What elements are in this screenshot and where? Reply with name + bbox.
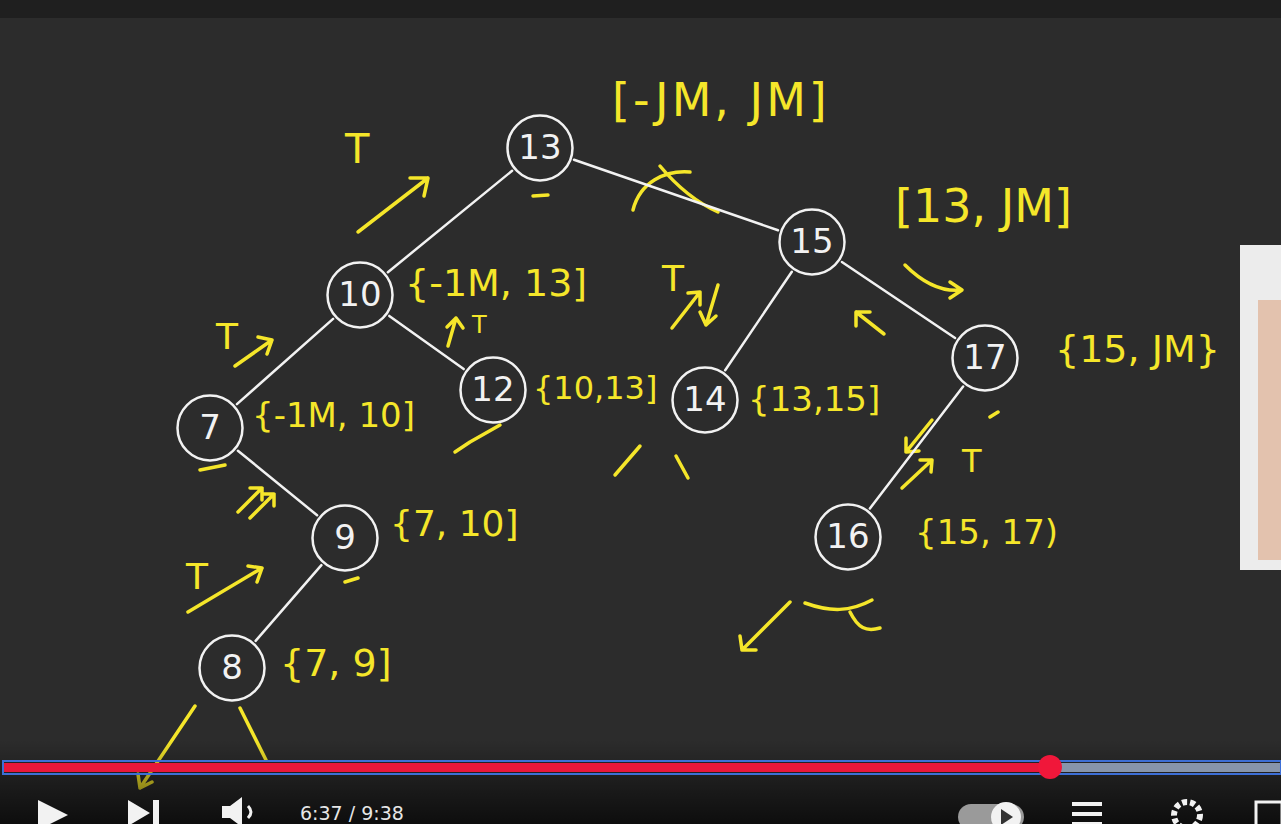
node-circle [328,263,393,328]
node-value: 12 [471,371,514,408]
arrow-mark [238,488,274,518]
tree-edge [238,451,317,516]
tree-node: 10 [326,261,394,329]
tick-mark [455,425,500,452]
tree-edge [725,272,792,370]
arrow-mark [447,318,463,346]
tree-edge [389,316,463,369]
node-value: 9 [334,519,356,556]
video-time: 6:37 / 9:38 [300,803,404,824]
video-player [0,740,1281,824]
tree-node: 15 [778,208,846,276]
node-circle [461,358,526,423]
annotation-letter: T [662,258,684,299]
node-value: 15 [790,223,833,260]
top-band [0,0,1281,18]
tree-node: 16 [814,503,882,571]
node-value: 8 [221,649,243,686]
node-circle [953,326,1018,391]
arrow-mark [905,265,962,298]
autoplay-knob [1001,809,1013,824]
progress-knob [1038,755,1062,779]
arrow-mark [235,337,272,366]
range-label: {7, 10] [390,503,519,544]
arrow-mark [902,460,932,488]
tree-edge [574,160,778,230]
progress-played [4,763,1050,772]
range-label: [-JM, JM] [612,74,830,127]
annotation-letter: T [345,126,369,172]
tree-edge [256,565,322,641]
range-label: {15, 17) [915,513,1058,552]
node-circle [508,116,573,181]
annotation-letter: T [472,312,487,340]
tree-edge [842,262,955,338]
chapters-icon [1072,804,1102,824]
tree-node: 12 [459,356,527,424]
autoplay-knob [991,802,1021,824]
tree-edge [237,319,333,404]
miniplayer-icon [1256,802,1281,824]
range-label: {10,13] [533,370,657,407]
arrow-mark [856,312,884,334]
tick-mark [615,446,688,478]
node-value: 14 [683,381,726,418]
tree-node: 17 [951,324,1019,392]
node-circle [673,368,738,433]
yellow-annotations [138,166,998,788]
node-circle [313,506,378,571]
range-label: {7, 9] [280,642,392,686]
node-circle [200,636,265,701]
volume-icon [222,797,242,824]
tick-mark [805,600,880,629]
webcam-frame [1240,245,1281,570]
progress-rest [1050,763,1281,772]
range-label: {-1M, 13] [405,262,587,306]
node-circle [780,210,845,275]
next-icon [128,800,159,824]
range-label: {13,15] [748,380,880,419]
node-circle [816,505,881,570]
range-label: [13, JM] [895,180,1072,233]
arrow-mark [740,602,790,650]
node-circle [178,396,243,461]
arrow-mark [358,178,428,232]
tree-node: 9 [311,504,379,572]
dash-mark [200,195,998,582]
node-value: 17 [963,339,1006,376]
range-label: {15, JM} [1055,328,1220,372]
webcam-person [1258,300,1281,560]
tree-node: 7 [176,394,244,462]
tree-node: 8 [198,634,266,702]
tree-node: 13 [506,114,574,182]
node-value: 16 [826,518,869,555]
volume-icon [248,806,251,818]
node-value: 7 [199,409,221,446]
node-value: 10 [338,276,381,313]
player-shade [0,740,1281,824]
annotation-letter: T [962,443,982,480]
annotation-letter: T [216,316,238,357]
tree-edge [388,171,512,272]
range-label: {-1M, 10] [252,396,415,435]
tree-edge [870,387,963,509]
play-icon [38,800,68,824]
arrow-mark [700,285,718,325]
arrow-mark [906,420,932,452]
settings-icon [1174,802,1200,824]
progress-outline [3,761,1281,774]
tree-node: 14 [671,366,739,434]
node-value: 13 [518,129,561,166]
annotation-letter: T [186,556,208,597]
